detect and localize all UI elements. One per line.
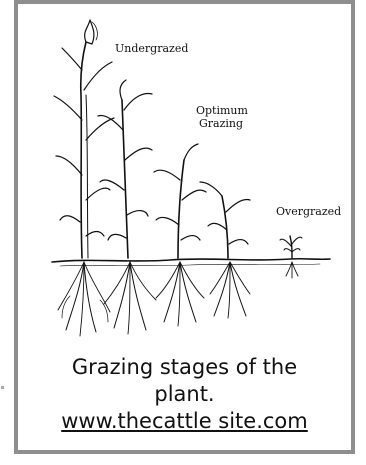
figure-caption: Grazing stages of the plant. www.thecatt… xyxy=(14,354,355,435)
label-optimum-line1: Optimum xyxy=(196,104,249,117)
caption-line-1: Grazing stages of the xyxy=(14,354,355,381)
plant-optimum-1 xyxy=(154,144,206,326)
plant-tall-2 xyxy=(98,80,156,334)
plant-overgrazed xyxy=(280,236,302,278)
label-optimum-line2: Grazing xyxy=(199,117,243,130)
margin-dot xyxy=(1,386,4,389)
label-overgrazed: Overgrazed xyxy=(276,205,341,218)
grazing-stages-illustration: Undergrazed Optimum Grazing Overgrazed xyxy=(0,0,366,340)
plant-optimum-2 xyxy=(200,182,250,318)
label-undergrazed: Undergrazed xyxy=(115,42,188,55)
source-link[interactable]: www.thecattle site.com xyxy=(14,408,355,435)
ground-line xyxy=(52,259,330,262)
caption-line-2: plant. xyxy=(14,381,355,408)
plant-undergrazed xyxy=(54,20,114,336)
